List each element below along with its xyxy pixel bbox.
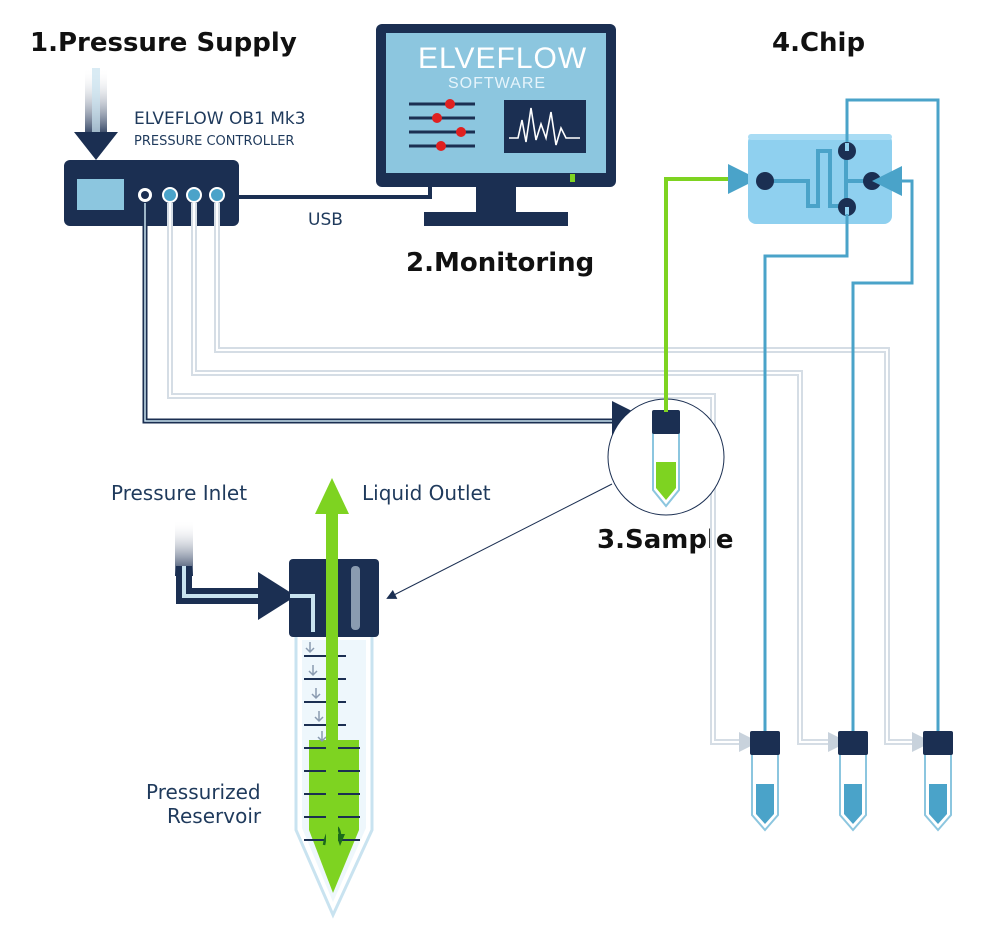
controller-ports (138, 187, 225, 203)
software-monitor (376, 24, 616, 226)
zoom-pointer (386, 483, 613, 599)
pressure-inlet-label: Pressure Inlet (111, 481, 247, 505)
pressurized-reservoir (175, 478, 379, 919)
usb-label: USB (308, 210, 343, 230)
chip-tubing (763, 98, 940, 736)
outlet-tube-3 (923, 731, 953, 832)
liquid-line-to-chip (664, 177, 750, 412)
pressure-controller (64, 160, 239, 226)
usb-cable (239, 183, 432, 199)
sample-vial (607, 398, 725, 516)
outlet-tube-1 (750, 731, 780, 832)
pressure-lines (167, 203, 922, 745)
microfluidic-chip (748, 134, 892, 224)
monitoring-heading: 2.Monitoring (406, 248, 594, 278)
signal-graph (504, 100, 586, 153)
reservoir-label-line2: Reservoir (167, 804, 262, 828)
reservoir-label-line1: Pressurized (146, 780, 261, 804)
software-subtitle: SOFTWARE (448, 75, 546, 92)
pressure-supply-arrow (74, 68, 118, 160)
controller-name: ELVEFLOW OB1 Mk3 (134, 109, 306, 129)
slider-controls (409, 99, 475, 151)
controller-subtitle: PRESSURE CONTROLLER (134, 134, 294, 149)
software-title: ELVEFLOW (418, 42, 587, 75)
chip-heading: 4.Chip (772, 28, 865, 58)
outlet-tube-2 (838, 731, 868, 832)
pressure-supply-heading: 1.Pressure Supply (30, 28, 297, 58)
liquid-outlet-label: Liquid Outlet (362, 481, 491, 505)
